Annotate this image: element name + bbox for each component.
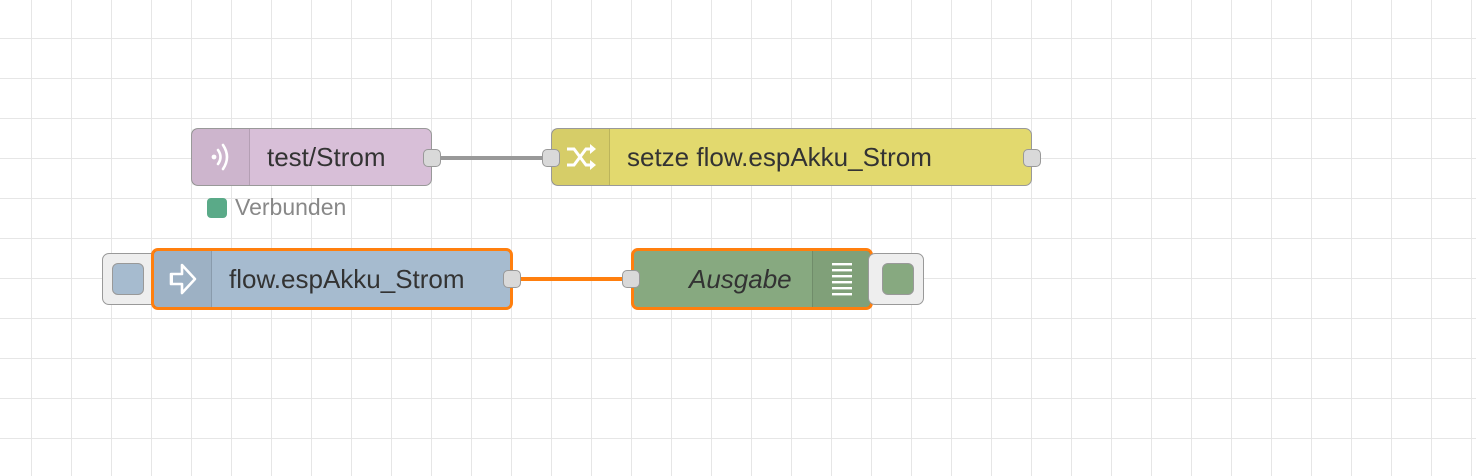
debug-list-icon <box>831 263 852 296</box>
inject-node[interactable]: flow.espAkku_Strom <box>151 248 513 310</box>
debug-toggle-button[interactable] <box>868 253 924 305</box>
debug-input-port[interactable] <box>622 270 640 288</box>
debug-toggle-inner[interactable] <box>882 263 914 295</box>
change-input-port[interactable] <box>542 149 560 167</box>
inject-output-port[interactable] <box>503 270 521 288</box>
mqtt-in-output-port[interactable] <box>423 149 441 167</box>
inject-label: flow.espAkku_Strom <box>229 263 465 294</box>
change-label: setze flow.espAkku_Strom <box>627 141 932 172</box>
change-node[interactable]: setze flow.espAkku_Strom <box>551 128 1032 186</box>
status-dot <box>207 197 227 218</box>
change-icon-area <box>552 129 610 185</box>
inject-button[interactable] <box>102 253 158 305</box>
shuffle-icon <box>566 144 596 170</box>
debug-node[interactable]: Ausgabe <box>631 248 873 310</box>
arrow-in-icon <box>169 263 196 295</box>
mqtt-in-status: Verbunden <box>207 194 346 221</box>
inject-button-inner[interactable] <box>112 263 144 295</box>
status-text: Verbunden <box>235 194 347 220</box>
change-output-port[interactable] <box>1023 149 1041 167</box>
mqtt-icon-area <box>192 129 250 185</box>
inject-icon-area <box>154 251 212 307</box>
debug-label: Ausgabe <box>689 263 792 294</box>
mqtt-in-node[interactable]: test/Strom <box>191 128 432 186</box>
mqtt-in-label: test/Strom <box>267 141 386 172</box>
bridge-radio-icon <box>211 143 228 171</box>
debug-icon-area <box>812 251 870 307</box>
